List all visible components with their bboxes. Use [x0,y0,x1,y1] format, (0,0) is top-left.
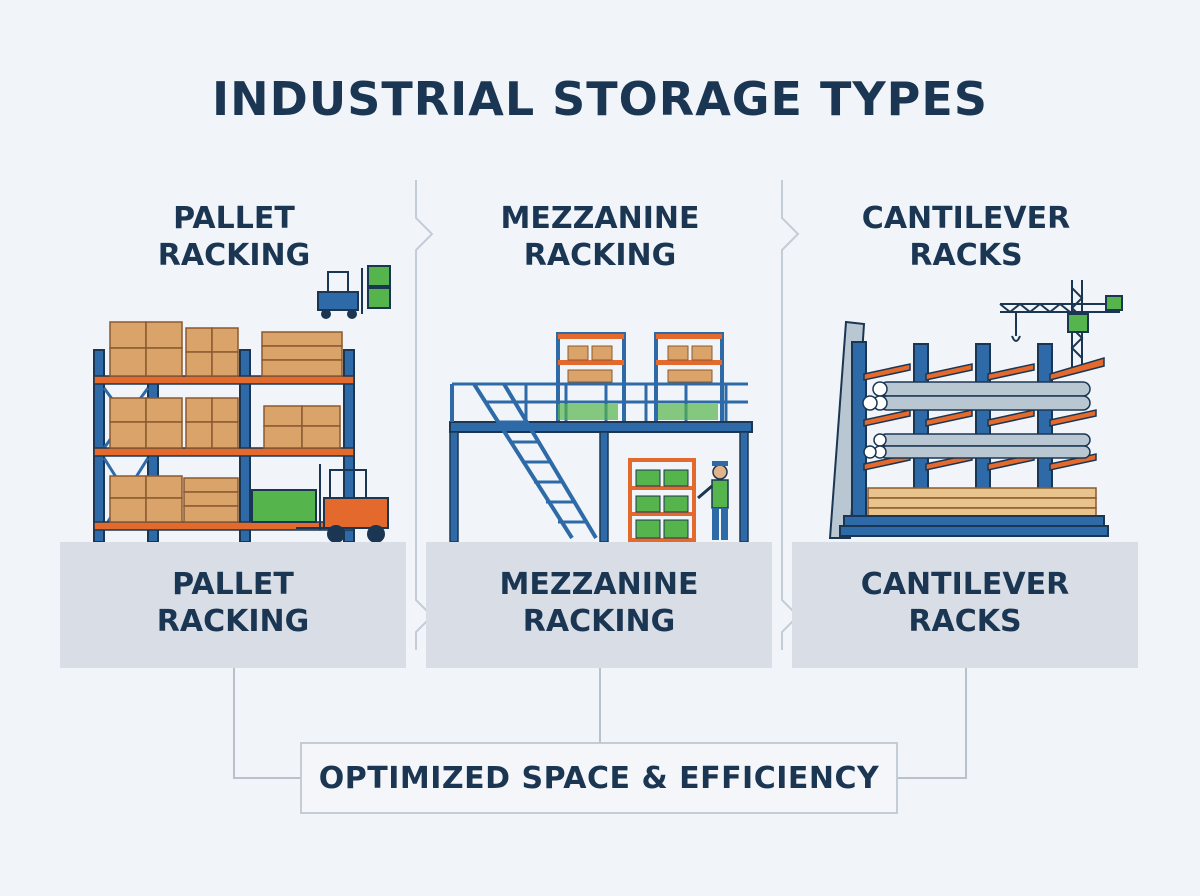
pallet-racking-band [60,542,406,668]
summary-box: OPTIMIZED SPACE & EFFICIENCY [300,742,898,814]
heading-line: RACKS [909,238,1023,273]
heading-line: PALLET [173,201,295,236]
pallet-racking-heading: PALLET RACKING [64,200,404,274]
label-line: MEZZANINE [499,567,699,602]
heading-line: CANTILEVER [861,201,1071,236]
forklift-icon [317,265,391,319]
label-line: RACKING [156,604,310,639]
column-divider-2 [781,180,800,650]
mezzanine-racking-illustration [449,332,753,543]
cantilever-racks-heading: CANTILEVER RACKS [796,200,1136,274]
page-title: INDUSTRIAL STORAGE TYPES [212,72,988,126]
heading-line: MEZZANINE [500,201,700,236]
label-line: RACKING [522,604,676,639]
cantilever-racks-illustration [828,280,1123,539]
worker-icon [697,461,729,540]
label-line: PALLET [172,567,294,602]
pallet-racking-label: PALLET RACKING [60,566,406,640]
column-divider-1 [415,180,434,650]
mezzanine-racking-label: MEZZANINE RACKING [426,566,772,640]
heading-line: RACKING [157,238,311,273]
label-line: RACKS [908,604,1022,639]
mezzanine-racking-heading: MEZZANINE RACKING [430,200,770,274]
heading-line: RACKING [523,238,677,273]
cantilever-racks-label: CANTILEVER RACKS [792,566,1138,640]
pallet-racking-illustration [93,265,391,543]
cantilever-racks-band [792,542,1138,668]
mezzanine-racking-band [426,542,772,668]
label-line: CANTILEVER [860,567,1070,602]
